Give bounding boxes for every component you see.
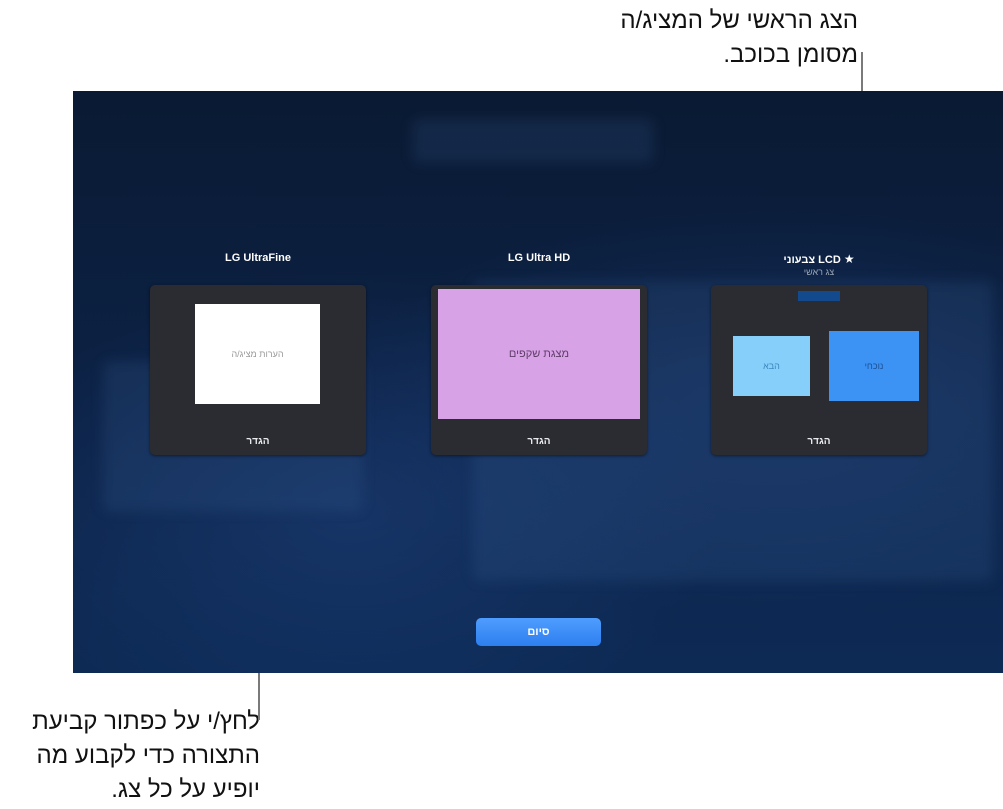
setup-button[interactable]: הגדר [527,436,551,447]
primary-display-label: צג ראשי [803,267,835,277]
presenter-notes-preview: הערות מציג/ה [195,304,320,404]
display-title-lg-ultra-hd: LG Ultra HD [507,252,571,264]
display-title-color-lcd: ★ LCD צבעוני [711,252,927,266]
presenter-toolbar-preview [798,291,840,301]
next-slide-preview: הבא [733,336,810,396]
callout-setup-button: לחץ/י על כפתור קביעת התצורה כדי לקבוע מה… [2,705,260,807]
callout-bottom-line-3: יופיע על כל צג. [111,776,260,803]
display-card-color-lcd: הבא נוכחי הגדר [711,285,927,455]
done-button[interactable]: סיום [476,618,601,646]
callout-top-line-2: מסומן בכוכב. [723,41,858,68]
background-blur [413,119,653,163]
setup-button[interactable]: הגדר [246,436,270,447]
callout-primary-display: הצג הראשי של המציג/ה מסומן בכוכב. [438,4,858,72]
display-name-color-lcd: LCD צבעוני [783,254,841,266]
display-title-lg-ultrafine: LG UltraFine [224,252,291,264]
callout-top-line-1: הצג הראשי של המציג/ה [620,7,858,34]
display-setup-screen: LG UltraFine הערות מציג/ה הגדר LG Ultra … [73,91,1003,673]
setup-button[interactable]: הגדר [807,436,831,447]
display-card-lg-ultra-hd: מצגת שקפים הגדר [431,285,647,455]
callout-bottom-line-1: לחץ/י על כפתור קביעת [32,708,260,735]
slideshow-preview: מצגת שקפים [438,289,640,419]
callout-bottom-line-2: התצורה כדי לקבוע מה [36,742,260,769]
current-slide-preview: נוכחי [829,331,919,401]
display-card-lg-ultrafine: הערות מציג/ה הגדר [150,285,366,455]
star-icon: ★ [843,252,855,266]
